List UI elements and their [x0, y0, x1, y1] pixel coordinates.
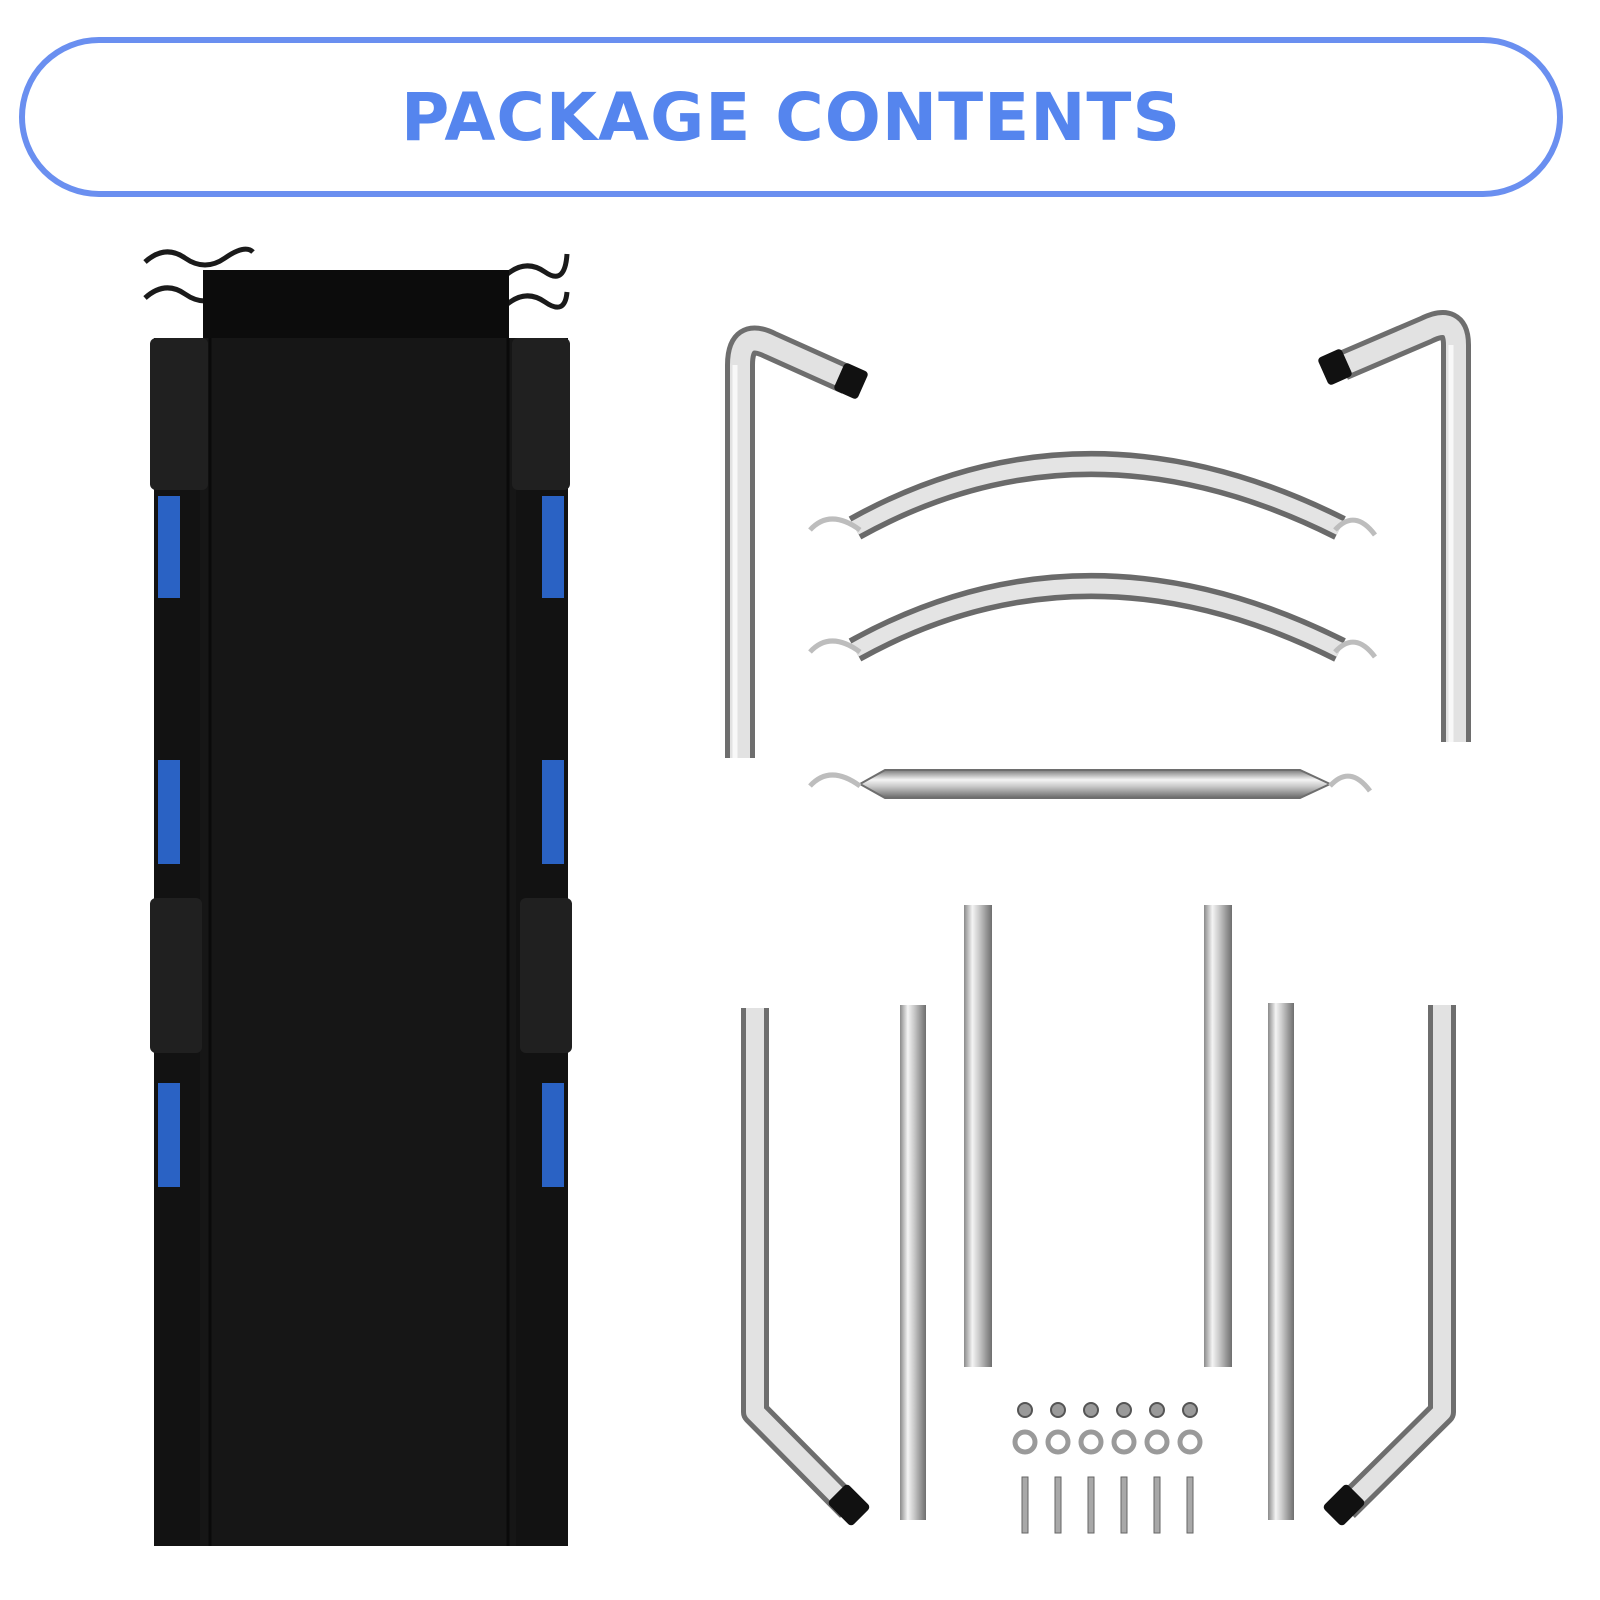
package-contents-banner: PACKAGE CONTENTS [19, 37, 1563, 197]
blue-strap [542, 760, 564, 864]
hardware-nuts [1017, 1402, 1198, 1418]
bent-leg-pole-right [1323, 1005, 1456, 1526]
bent-leg-pole-left [741, 1008, 870, 1526]
blue-strap [158, 760, 180, 864]
hardware-bolts [1021, 1476, 1194, 1534]
cot-fabric-bed [143, 246, 572, 1546]
curved-hook-crossbar [808, 573, 1378, 662]
straight-connector-pole [1268, 1003, 1294, 1520]
blue-strap [158, 1083, 180, 1187]
straight-connector-pole [900, 1005, 926, 1520]
blue-strap [542, 496, 564, 598]
straight-connector-pole [964, 905, 992, 1367]
hardware-washers [1012, 1429, 1203, 1455]
l-shaped-end-pole-right [1318, 310, 1471, 742]
l-shaped-end-pole-left [725, 325, 868, 758]
straight-connector-pole [1204, 905, 1232, 1367]
blue-strap [542, 1083, 564, 1187]
blue-strap [158, 496, 180, 598]
straight-hook-crossbar [808, 769, 1373, 799]
curved-hook-crossbar [808, 451, 1378, 540]
page-title: PACKAGE CONTENTS [401, 78, 1181, 156]
